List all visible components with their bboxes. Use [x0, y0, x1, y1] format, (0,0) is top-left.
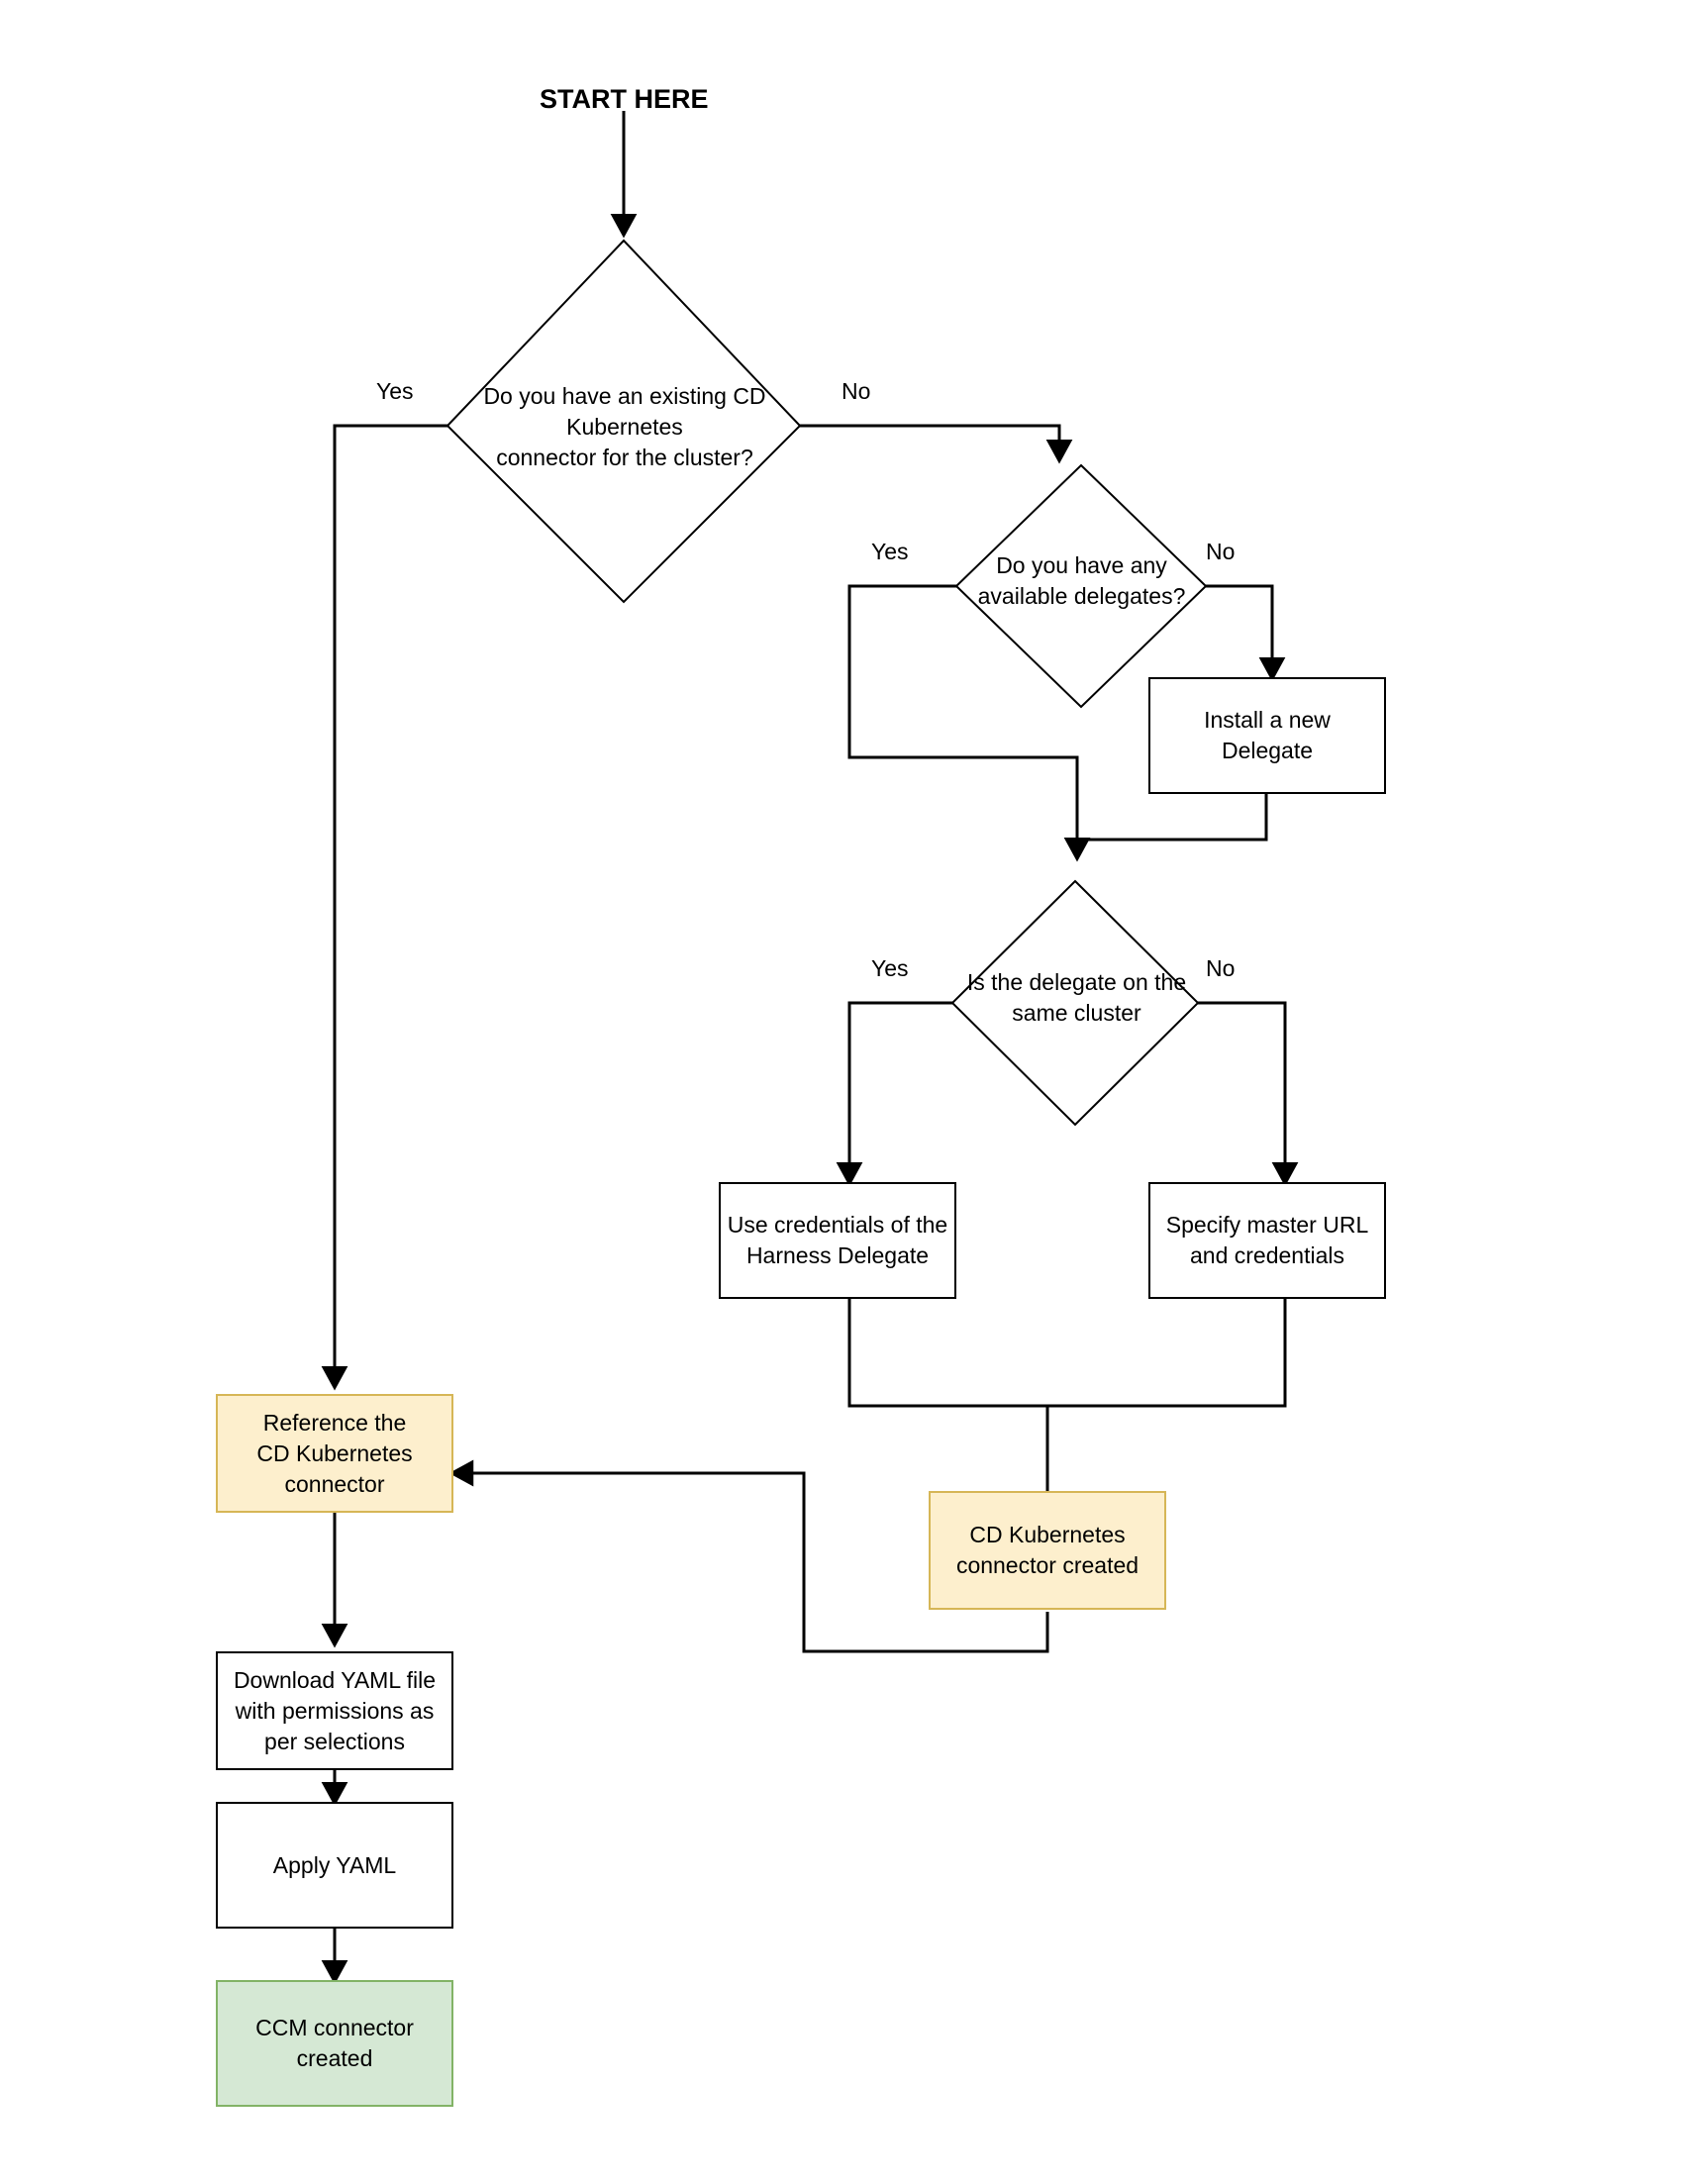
edge-q2-yes [847, 584, 1091, 862]
start-here-label: START HERE [540, 84, 709, 114]
node-use-credentials[interactable]: Use credentials of the Harness Delegate [719, 1182, 956, 1299]
edge-label-q2-yes: Yes [871, 539, 909, 564]
diamond-q3-shape [950, 879, 1200, 1127]
node-cd-connector-created[interactable]: CD Kubernetes connector created [929, 1491, 1166, 1610]
edge-q1-no [800, 424, 1073, 464]
edge-q3-no [1198, 1001, 1299, 1187]
node-apply-yaml[interactable]: Apply YAML [216, 1802, 453, 1929]
edge-install-delegate-to-q3 [1077, 792, 1268, 842]
edge-q1-yes [321, 424, 447, 1391]
decision-existing-connector[interactable]: Do you have an existing CD Kubernetes co… [483, 382, 766, 470]
node-download-yaml[interactable]: Download YAML file with permissions as p… [216, 1651, 453, 1770]
diamond-q1-shape [446, 239, 802, 604]
decision-available-delegates[interactable]: Do you have any available delegates? [977, 552, 1186, 609]
node-install-delegate[interactable]: Install a new Delegate [1148, 677, 1386, 794]
edge-q2-no [1206, 584, 1286, 682]
decision-delegate-same-cluster[interactable]: Is the delegate on the same cluster [966, 969, 1187, 1026]
edge-q3-yes [836, 1001, 952, 1187]
edge-label-q1-yes: Yes [376, 378, 414, 404]
node-ccm-connector-created[interactable]: CCM connector created [216, 1980, 453, 2107]
edge-specify-url-merge [1047, 1299, 1287, 1408]
edge-label-q3-no: No [1206, 955, 1236, 981]
node-reference-cd-connector[interactable]: Reference the CD Kubernetes connector [216, 1394, 453, 1513]
diamond-q2-shape [954, 463, 1208, 709]
edge-label-q2-no: No [1206, 539, 1236, 564]
edge-label-q3-yes: Yes [871, 955, 909, 981]
edge-use-credentials-merge [847, 1299, 1047, 1408]
node-specify-master-url[interactable]: Specify master URL and credentials [1148, 1182, 1386, 1299]
edge-label-q1-no: No [842, 378, 871, 404]
